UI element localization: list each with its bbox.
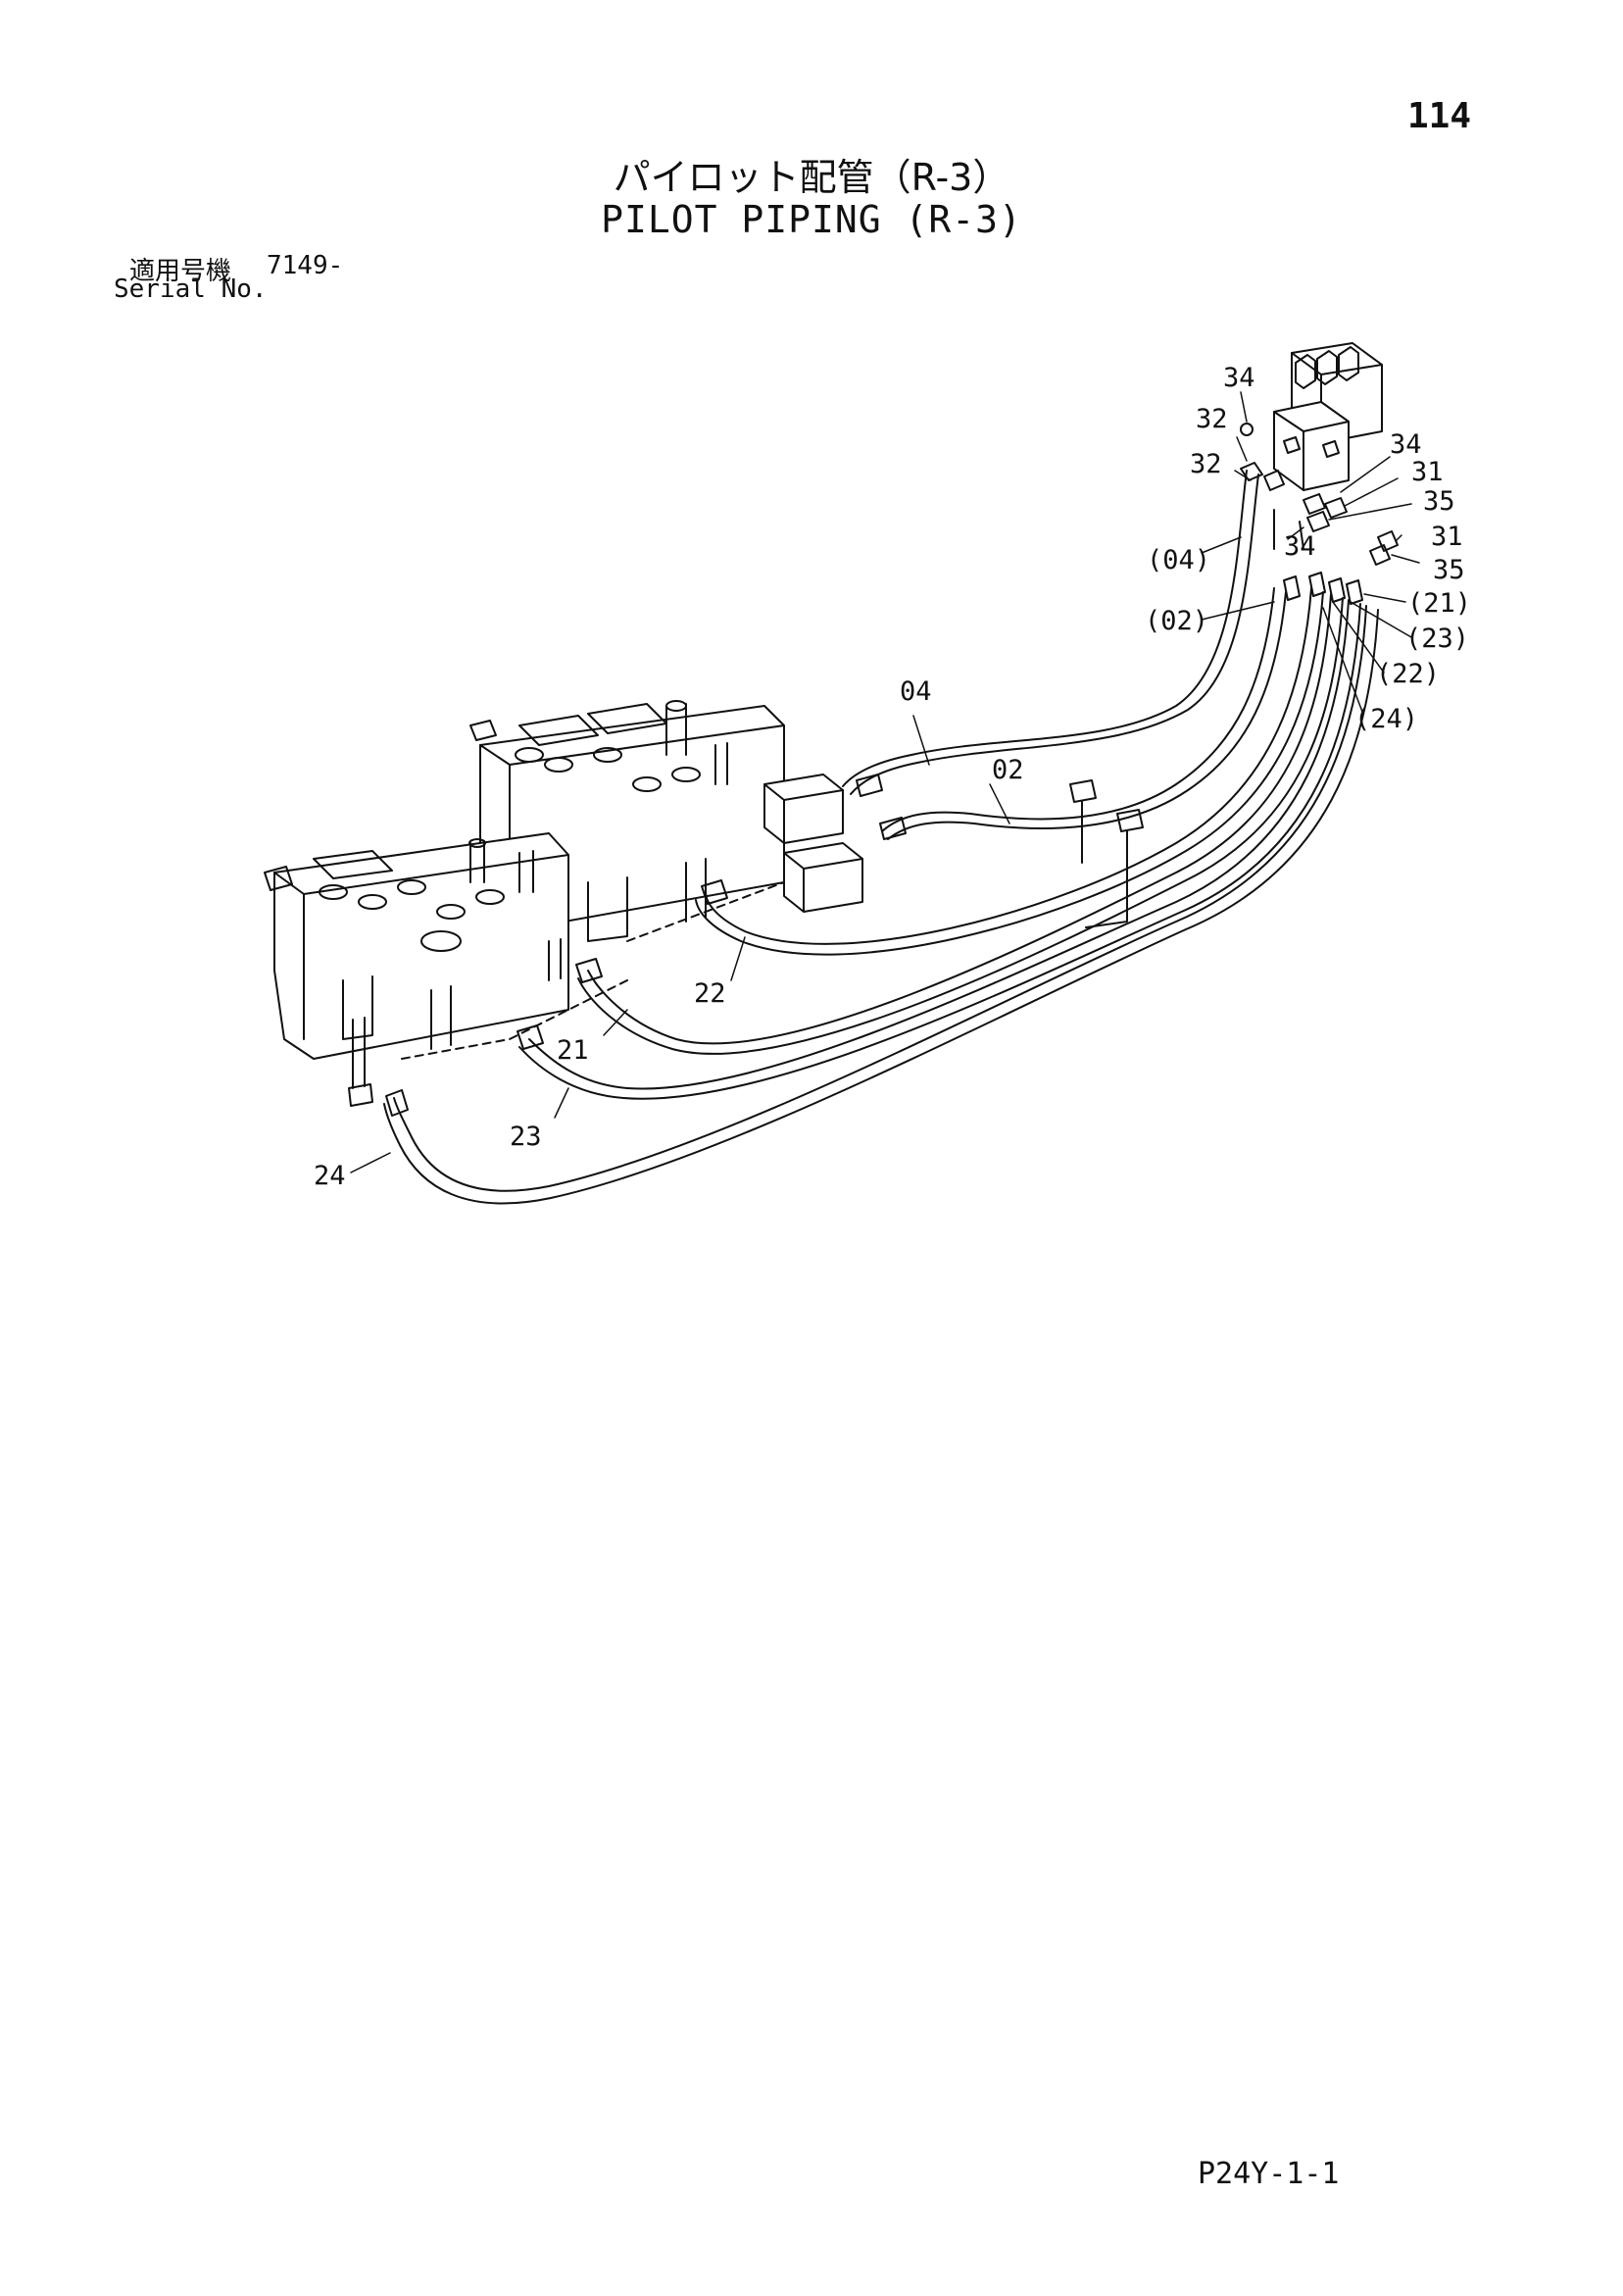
callout-04-ref: (04) — [1147, 545, 1210, 575]
title-english: PILOT PIPING (R-3) — [601, 198, 1022, 241]
callout-02-ref: (02) — [1145, 606, 1208, 636]
leader-lines — [350, 391, 1420, 1173]
callout-35: 35 — [1433, 555, 1465, 585]
callout-31: 31 — [1411, 457, 1444, 487]
callout-labels: 34 32 32 34 31 35 34 31 35 (04) (02) (21… — [314, 363, 1471, 1191]
callout-32: 32 — [1190, 449, 1222, 479]
callout-22: 22 — [694, 978, 726, 1009]
solenoid-boxes — [763, 774, 1144, 928]
callout-22-ref: (22) — [1376, 659, 1440, 689]
callout-02: 02 — [992, 755, 1024, 785]
callout-21-ref: (21) — [1407, 588, 1471, 619]
hose-02 — [879, 587, 1287, 840]
serial-label-english: Serial No. — [114, 275, 268, 304]
callout-24: 24 — [314, 1161, 346, 1191]
control-valve-assembly — [264, 700, 785, 1107]
callout-23: 23 — [510, 1122, 542, 1152]
hose-21 — [575, 593, 1344, 1055]
document-code: P24Y-1-1 — [1198, 2157, 1340, 2191]
callout-34: 34 — [1223, 363, 1255, 393]
callout-24-ref: (24) — [1354, 704, 1418, 734]
page-number: 114 — [1407, 96, 1472, 136]
callout-21: 21 — [557, 1035, 589, 1066]
title-japanese: パイロット配管（R-3） — [613, 156, 1010, 199]
serial-value: 7149- — [267, 251, 344, 280]
hose-23 — [516, 599, 1361, 1100]
callout-32: 32 — [1196, 404, 1228, 434]
callout-34: 34 — [1284, 531, 1316, 562]
callout-31: 31 — [1431, 522, 1463, 552]
hose-24 — [383, 605, 1379, 1205]
callout-34: 34 — [1390, 429, 1422, 460]
callout-04: 04 — [900, 676, 932, 707]
callout-23-ref: (23) — [1405, 624, 1469, 654]
hose-22 — [695, 587, 1324, 956]
serial-label-japanese: 適用号機 — [129, 257, 232, 286]
callout-35: 35 — [1423, 486, 1455, 517]
pilot-valve-assembly — [1273, 342, 1383, 491]
hose-04 — [842, 470, 1259, 797]
